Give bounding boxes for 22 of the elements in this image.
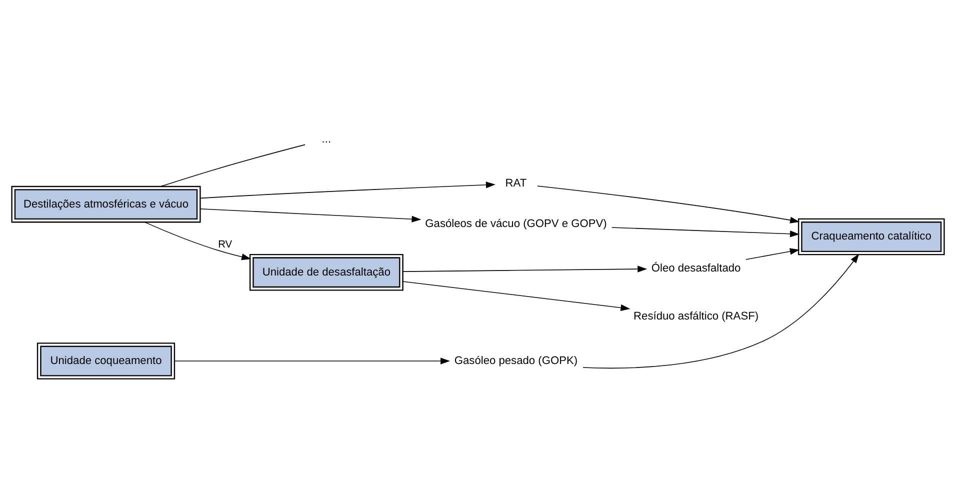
arrow	[582, 254, 860, 369]
arrow	[746, 248, 800, 260]
node-text: RAT	[505, 178, 527, 190]
node-text: Resíduo asfáltico (RASF)	[634, 310, 759, 323]
arrow	[611, 227, 800, 238]
connector	[160, 144, 306, 187]
node-text: ...	[322, 133, 332, 146]
arrow	[402, 281, 630, 312]
node-text: Óleo desasfaltado	[651, 262, 741, 274]
node-box: Unidade coqueamento	[36, 342, 176, 380]
arrow	[200, 182, 496, 199]
arrow	[537, 186, 800, 224]
arrow	[402, 266, 648, 272]
node-box: Destilações atmosféricas e vácuo	[11, 186, 201, 223]
node-box: Craqueamento catalítico	[798, 218, 945, 256]
arrow	[200, 208, 422, 222]
node-text: Gasóleos de vácuo (GOPV e GOPV)	[425, 218, 607, 230]
edge-label: RV	[218, 239, 232, 250]
arrow	[144, 222, 252, 260]
arrow	[174, 358, 450, 364]
node-text: Gasóleo pesado (GOPK)	[454, 354, 578, 367]
node-box: Unidade de desasfaltação	[249, 254, 404, 291]
